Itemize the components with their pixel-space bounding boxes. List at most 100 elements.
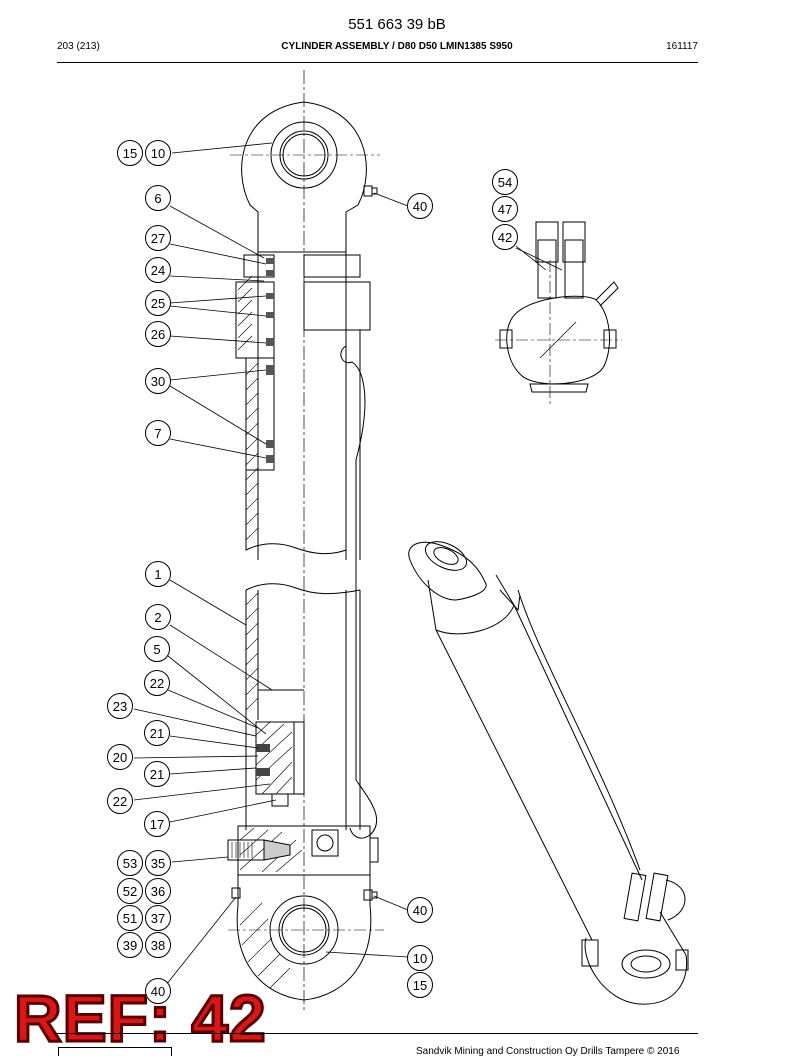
callout-circle — [145, 321, 171, 347]
callout-label: 27 — [151, 231, 165, 246]
callout-6: 6 — [145, 185, 171, 211]
callout-17: 17 — [144, 811, 170, 837]
callout-circle — [107, 744, 133, 770]
callout-circle — [145, 225, 171, 251]
callout-7: 7 — [145, 420, 171, 446]
callout-37: 37 — [145, 905, 171, 931]
callout-label: 36 — [151, 884, 165, 899]
callout-5: 5 — [144, 636, 170, 662]
callout-10: 10 — [145, 140, 171, 166]
callout-circle — [117, 932, 143, 958]
callout-circle — [492, 196, 518, 222]
callout-label: 40 — [151, 984, 165, 999]
main-cylinder-section — [227, 70, 384, 1010]
callout-2: 2 — [145, 604, 171, 630]
valve-block-detail — [495, 221, 622, 405]
callout-circle — [407, 193, 433, 219]
footer-rule — [57, 1033, 698, 1034]
callout-circle — [144, 636, 170, 662]
callout-51: 51 — [117, 905, 143, 931]
callout-36: 36 — [145, 878, 171, 904]
callout-circle — [144, 670, 170, 696]
callout-label: 47 — [498, 202, 512, 217]
revision-date: 161117 — [666, 41, 698, 52]
callout-label: 52 — [123, 884, 137, 899]
callout-15: 15 — [407, 972, 433, 998]
callout-circle — [407, 897, 433, 923]
callout-38: 38 — [145, 932, 171, 958]
callout-circle — [117, 140, 143, 166]
callout-40: 40 — [145, 978, 171, 1004]
callout-label: 15 — [123, 146, 137, 161]
callout-25: 25 — [145, 290, 171, 316]
callout-circle — [144, 811, 170, 837]
callout-label: 5 — [153, 642, 160, 657]
callout-30: 30 — [145, 368, 171, 394]
company-logo — [58, 1047, 172, 1056]
callout-circle — [145, 561, 171, 587]
callout-label: 42 — [498, 230, 512, 245]
callout-21: 21 — [144, 761, 170, 787]
callout-42: 42 — [492, 224, 518, 250]
callout-24: 24 — [145, 257, 171, 283]
callout-circle — [492, 169, 518, 195]
callout-circle — [145, 140, 171, 166]
callout-circle — [117, 850, 143, 876]
callout-circle — [145, 850, 171, 876]
callout-27: 27 — [145, 225, 171, 251]
callout-label: 6 — [154, 191, 161, 206]
reference-stamp: REF: 42 — [13, 981, 268, 1055]
callout-circle — [492, 224, 518, 250]
callout-35: 35 — [145, 850, 171, 876]
callout-label: 39 — [123, 938, 137, 953]
callout-label: 10 — [151, 146, 165, 161]
callout-53: 53 — [117, 850, 143, 876]
callout-circle — [107, 693, 133, 719]
callout-circle — [145, 368, 171, 394]
callout-circle — [145, 257, 171, 283]
callout-label: 35 — [151, 856, 165, 871]
document-number: 551 663 39 bB — [348, 16, 446, 33]
callout-label: 26 — [151, 327, 165, 342]
callout-label: 23 — [113, 699, 127, 714]
callout-label: 38 — [151, 938, 165, 953]
callout-label: 53 — [123, 856, 137, 871]
callout-label: 20 — [113, 750, 127, 765]
callout-label: 17 — [150, 817, 164, 832]
isometric-cylinder-view — [408, 541, 689, 1005]
callout-label: 37 — [151, 911, 165, 926]
page-number: 203 (213) — [57, 41, 100, 52]
callout-52: 52 — [117, 878, 143, 904]
callout-23: 23 — [107, 693, 133, 719]
callout-label: 21 — [150, 767, 164, 782]
callout-47: 47 — [492, 196, 518, 222]
header-rule — [57, 62, 698, 63]
callout-circle — [144, 720, 170, 746]
callout-circle — [117, 905, 143, 931]
callout-circle — [144, 761, 170, 787]
callout-label: 54 — [498, 175, 512, 190]
page-title: CYLINDER ASSEMBLY / D80 D50 LMIN1385 S95… — [281, 41, 513, 52]
callout-circle — [145, 420, 171, 446]
copyright-text: Sandvik Mining and Construction Oy Drill… — [416, 1046, 680, 1057]
callout-21: 21 — [144, 720, 170, 746]
callout-22: 22 — [107, 788, 133, 814]
callout-circle — [145, 878, 171, 904]
callout-label: 22 — [150, 676, 164, 691]
callout-circle — [117, 878, 143, 904]
callout-circle — [145, 185, 171, 211]
callout-label: 7 — [154, 426, 161, 441]
callout-54: 54 — [492, 169, 518, 195]
callout-40: 40 — [407, 193, 433, 219]
callout-label: 40 — [413, 199, 427, 214]
callout-circle — [145, 932, 171, 958]
callout-20: 20 — [107, 744, 133, 770]
callout-circle — [145, 978, 171, 1004]
callout-circle — [407, 945, 433, 971]
callout-39: 39 — [117, 932, 143, 958]
callout-label: 51 — [123, 911, 137, 926]
callout-label: 10 — [413, 951, 427, 966]
callout-label: 2 — [154, 610, 161, 625]
callout-label: 24 — [151, 263, 165, 278]
